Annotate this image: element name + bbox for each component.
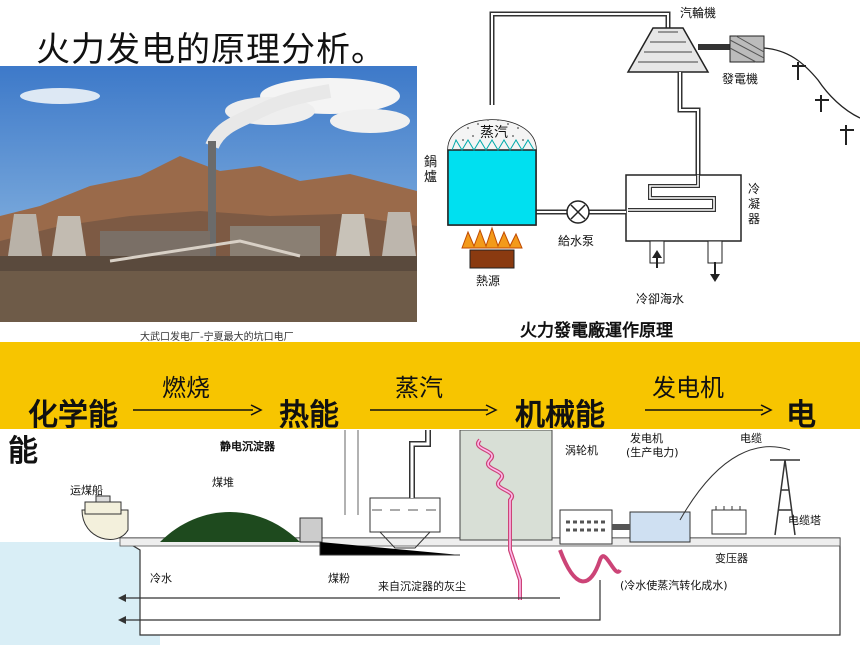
photo-caption: 大武口发电厂-宁夏最大的坑口电厂 [140, 332, 294, 343]
turbine-label: 汽輪機 [680, 6, 717, 20]
chain-arrow-1 [133, 402, 263, 421]
cable-label: 电缆 [740, 432, 762, 445]
chain-term-electric: 电 [786, 398, 816, 433]
chain-term-tail: 能 [8, 434, 38, 469]
coal-powder-label: 煤粉 [328, 572, 350, 585]
chain-arrow-label-steam: 蒸汽 [395, 374, 443, 402]
energy-chain-banner [0, 342, 860, 429]
plant-layout-diagram: 静电沉淀器 煤堆 运煤船 涡轮机 发电机 (生产电力) 电缆 电缆塔 变压器 冷… [0, 429, 860, 645]
chain-arrow-3 [645, 402, 773, 421]
diagram-caption: 火力發電廠運作原理 [520, 321, 673, 341]
turbine-label-bottom: 涡轮机 [565, 444, 598, 457]
cooling-water-label: 冷卻海水 [636, 292, 685, 306]
slide-title: 火力发电的原理分析。 [36, 30, 386, 70]
ash-label: 来自沉淀器的灰尘 [378, 580, 466, 593]
ship-label: 运煤船 [70, 484, 103, 497]
condense-note: (冷水使蒸汽转化成水) [620, 579, 728, 592]
heat-source-label: 熱源 [476, 274, 501, 288]
pump-label: 給水泵 [558, 234, 595, 248]
precipitator-label: 静电沉淀器 [220, 440, 275, 453]
power-plant-photo [0, 66, 417, 322]
transformer-label: 变压器 [715, 552, 748, 565]
chain-arrow-label-generator: 发电机 [652, 374, 724, 402]
condenser-label: 冷凝器 [748, 182, 761, 226]
tower-label: 电缆塔 [788, 514, 821, 527]
chain-arrow-2 [370, 402, 498, 421]
chain-term-chemical: 化学能 [28, 398, 118, 433]
boiler-label: 鍋爐 [424, 155, 438, 185]
generator-label: 發電機 [722, 72, 759, 86]
chain-term-mechanical: 机械能 [515, 398, 605, 433]
chain-term-thermal: 热能 [279, 398, 339, 433]
generator-label-bottom: 发电机 [630, 432, 663, 445]
generator-note: (生产电力) [626, 446, 679, 459]
chain-arrow-label-combustion: 燃烧 [162, 374, 210, 402]
coal-pile-label: 煤堆 [212, 476, 234, 489]
cold-water-label: 冷水 [150, 572, 172, 585]
plant-principle-diagram: 汽輪機 發電機 蒸汽 鍋爐 給水泵 冷凝器 熱源 冷卻海水 火力發電廠運作原理 [418, 0, 860, 342]
steam-label: 蒸汽 [480, 125, 508, 141]
